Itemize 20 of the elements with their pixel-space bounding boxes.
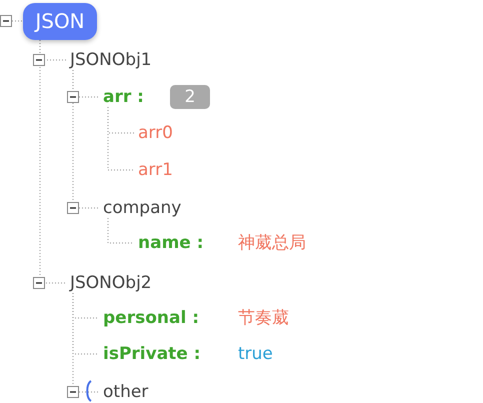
tree-line [107,107,134,171]
object-label: JSONObj2 [70,273,152,293]
key-label: arr : [103,87,144,107]
object-label: company [103,198,182,218]
key-label: name : [138,233,204,253]
key-label: personal : [103,308,199,328]
tree-line [72,70,99,209]
value-text: arr0 [138,123,173,143]
value-text: true [238,344,273,364]
tree-line [39,40,66,284]
tree-line [72,293,99,393]
count-badge: 2 [170,85,210,109]
root-pill: JSON [23,3,97,40]
key-label: isPrivate : [103,344,201,364]
object-label: other [103,382,148,402]
value-text: arr1 [138,160,173,180]
value-text: 节奏葳 [238,308,289,328]
tree-line [107,218,134,244]
value-text: 神葳总局 [238,233,306,253]
object-label: JSONObj1 [70,50,152,70]
